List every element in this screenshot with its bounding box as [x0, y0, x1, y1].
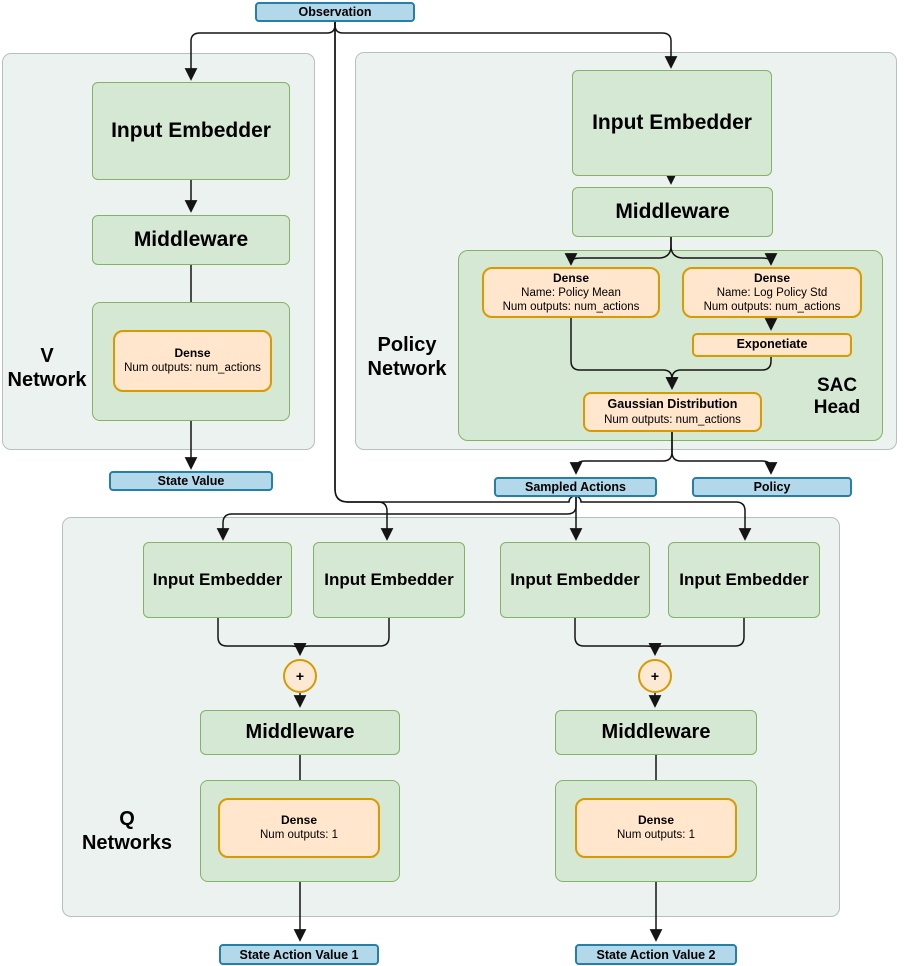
state-value-label: State Value [157, 474, 225, 488]
dense-policy-mean-title: Dense [552, 270, 590, 285]
q-networks-label: Q Networks [77, 808, 177, 855]
dense-log-policy-std-title: Dense [753, 270, 791, 285]
state-action-value-1-label: State Action Value 1 [239, 947, 359, 962]
q-input-embedder-3-label: Input Embedder [510, 570, 640, 589]
policy-output-label: Policy [753, 480, 791, 494]
q-input-embedder-3-box: Input Embedder [500, 542, 650, 618]
dense-policy-mean-outputs: Num outputs: num_actions [502, 301, 640, 313]
q-middleware-2-label: Middleware [601, 721, 711, 743]
plus-circle-1: + [283, 659, 317, 693]
v-dense-detail: Num outputs: num_actions [124, 362, 261, 375]
q-input-embedder-1-box: Input Embedder [143, 542, 292, 618]
v-middleware-box: Middleware [92, 215, 290, 265]
v-network-label-line1: V [40, 345, 54, 367]
gaussian-distribution-outputs: Num outputs: num_actions [604, 413, 741, 426]
plus-circle-2: + [638, 659, 672, 693]
gaussian-distribution-box: Gaussian Distribution Num outputs: num_a… [583, 392, 762, 432]
dense-log-policy-std-outputs: Num outputs: num_actions [703, 301, 841, 313]
q-middleware-2-box: Middleware [555, 710, 757, 755]
policy-network-label-line1: Policy [377, 334, 437, 356]
dense-log-policy-std-box: Dense Name: Log Policy Std Num outputs: … [682, 267, 862, 318]
policy-middleware-label: Middleware [615, 200, 730, 223]
v-network-label-line2: Network [7, 368, 87, 391]
state-action-value-2-box: State Action Value 2 [575, 944, 737, 965]
q-dense-2-title: Dense [637, 813, 675, 828]
sac-head-label-line2: Head [813, 397, 861, 419]
q-middleware-1-label: Middleware [245, 721, 355, 743]
q-networks-label-line2: Networks [81, 831, 173, 854]
q-dense-1-box: Dense Num outputs: 1 [218, 798, 380, 858]
v-middleware-label: Middleware [133, 228, 249, 251]
q-input-embedder-2-box: Input Embedder [313, 542, 465, 618]
q-input-embedder-4-box: Input Embedder [668, 542, 820, 618]
sampled-actions-box: Sampled Actions [494, 477, 657, 497]
v-input-embedder-label: Input Embedder [111, 119, 271, 142]
q-input-embedder-2-label: Input Embedder [324, 570, 454, 589]
v-network-label: V Network [0, 345, 94, 392]
q-dense-2-box: Dense Num outputs: 1 [575, 798, 737, 858]
q-dense-2-detail: Num outputs: 1 [617, 829, 695, 842]
dense-log-policy-std-name: Name: Log Policy Std [716, 286, 828, 299]
plus-sign-1: + [295, 668, 305, 684]
state-action-value-1-box: State Action Value 1 [219, 944, 379, 965]
gaussian-distribution-title: Gaussian Distribution [607, 397, 738, 411]
q-networks-label-line1: Q [119, 808, 135, 830]
sampled-actions-label: Sampled Actions [525, 480, 626, 494]
q-input-embedder-4-label: Input Embedder [679, 570, 809, 589]
v-input-embedder-box: Input Embedder [92, 82, 290, 180]
policy-output-box: Policy [692, 477, 852, 497]
q-dense-1-detail: Num outputs: 1 [260, 829, 338, 842]
q-dense-1-title: Dense [280, 813, 318, 828]
state-action-value-2-label: State Action Value 2 [596, 947, 716, 962]
q-input-embedder-1-label: Input Embedder [152, 570, 283, 589]
policy-middleware-box: Middleware [572, 187, 773, 237]
plus-sign-2: + [650, 668, 660, 684]
dense-policy-mean-name: Name: Policy Mean [521, 286, 621, 299]
policy-input-embedder-box: Input Embedder [572, 70, 772, 176]
dense-policy-mean-box: Dense Name: Policy Mean Num outputs: num… [482, 267, 660, 318]
v-dense-title: Dense [174, 346, 211, 361]
observation-box: Observation [255, 2, 415, 22]
policy-network-label: Policy Network [357, 334, 457, 381]
exponentiate-label: Exponetiate [736, 337, 808, 352]
observation-label: Observation [298, 5, 372, 19]
policy-input-embedder-label: Input Embedder [592, 111, 752, 134]
sac-head-label: SAC Head [787, 375, 887, 420]
q-middleware-1-box: Middleware [200, 710, 400, 755]
exponentiate-box: Exponetiate [692, 333, 852, 357]
v-dense-box: Dense Num outputs: num_actions [113, 330, 272, 392]
policy-network-label-line2: Network [367, 357, 447, 380]
state-value-box: State Value [109, 471, 273, 491]
sac-head-label-line1: SAC [816, 375, 858, 396]
